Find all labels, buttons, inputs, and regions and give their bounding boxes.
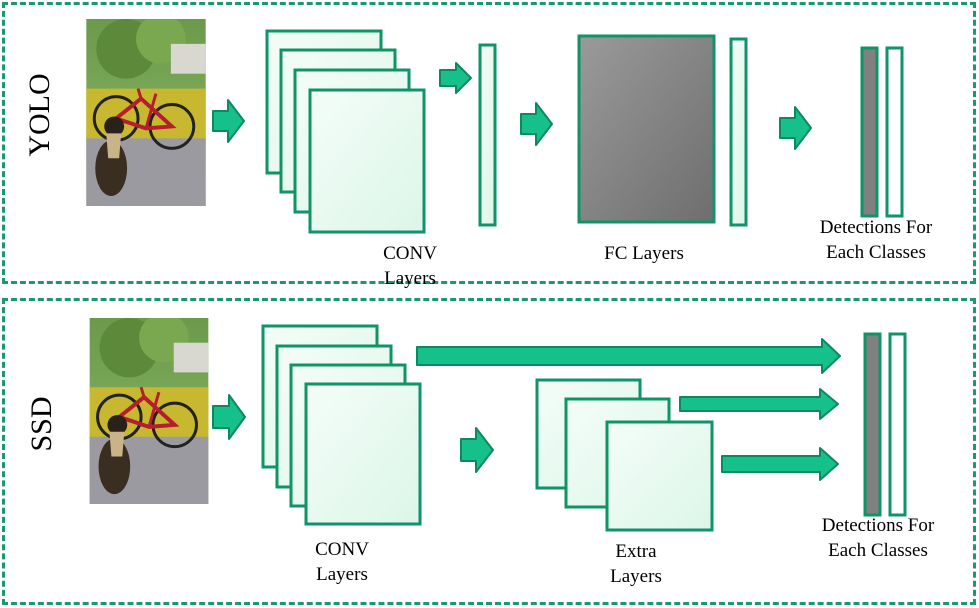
ssd-panel xyxy=(2,298,976,605)
ssd-arrow-2 xyxy=(460,427,494,473)
ssd-arrow-long-2 xyxy=(679,388,839,420)
yolo-arrow-3 xyxy=(520,102,553,146)
ssd-conv-layer xyxy=(304,382,422,526)
yolo-panel xyxy=(2,2,976,284)
yolo-label: YOLO xyxy=(23,73,56,157)
yolo-detections-caption: Detections For Each Classes xyxy=(819,217,933,263)
yolo-conv-stack xyxy=(265,29,426,234)
yolo-fc-caption: FC Layers xyxy=(604,243,684,264)
yolo-input-image xyxy=(86,19,206,206)
yolo-conv-caption: CONV Layers xyxy=(383,243,437,289)
yolo-arrow-4 xyxy=(779,106,812,150)
ssd-extra-stack xyxy=(535,378,714,532)
yolo-arrow-1 xyxy=(212,99,245,143)
ssd-detections-caption: Detections For Each Classes xyxy=(821,515,935,561)
yolo-arrow-2 xyxy=(439,62,472,94)
ssd-extra-layer xyxy=(605,420,714,532)
yolo-fc-layer xyxy=(577,34,716,224)
ssd-conv-stack xyxy=(261,324,422,526)
ssd-label: SSD xyxy=(25,396,58,452)
ssd-arrow-long-1 xyxy=(416,338,841,374)
ssd-detection-bar-empty xyxy=(888,332,907,517)
yolo-fc-output-bar xyxy=(729,37,748,227)
ssd-input-image xyxy=(89,318,209,504)
ssd-conv-caption: CONV Layers xyxy=(315,539,369,585)
yolo-detection-bar-filled xyxy=(860,46,879,218)
ssd-extra-caption: Extra Layers xyxy=(610,541,662,587)
ssd-detection-bar-filled xyxy=(863,332,882,517)
yolo-detection-bar-empty xyxy=(885,46,904,218)
yolo-feature-bar xyxy=(478,43,497,227)
yolo-conv-layer xyxy=(308,88,426,234)
ssd-arrow-1 xyxy=(212,394,246,440)
ssd-arrow-long-3 xyxy=(721,447,839,481)
